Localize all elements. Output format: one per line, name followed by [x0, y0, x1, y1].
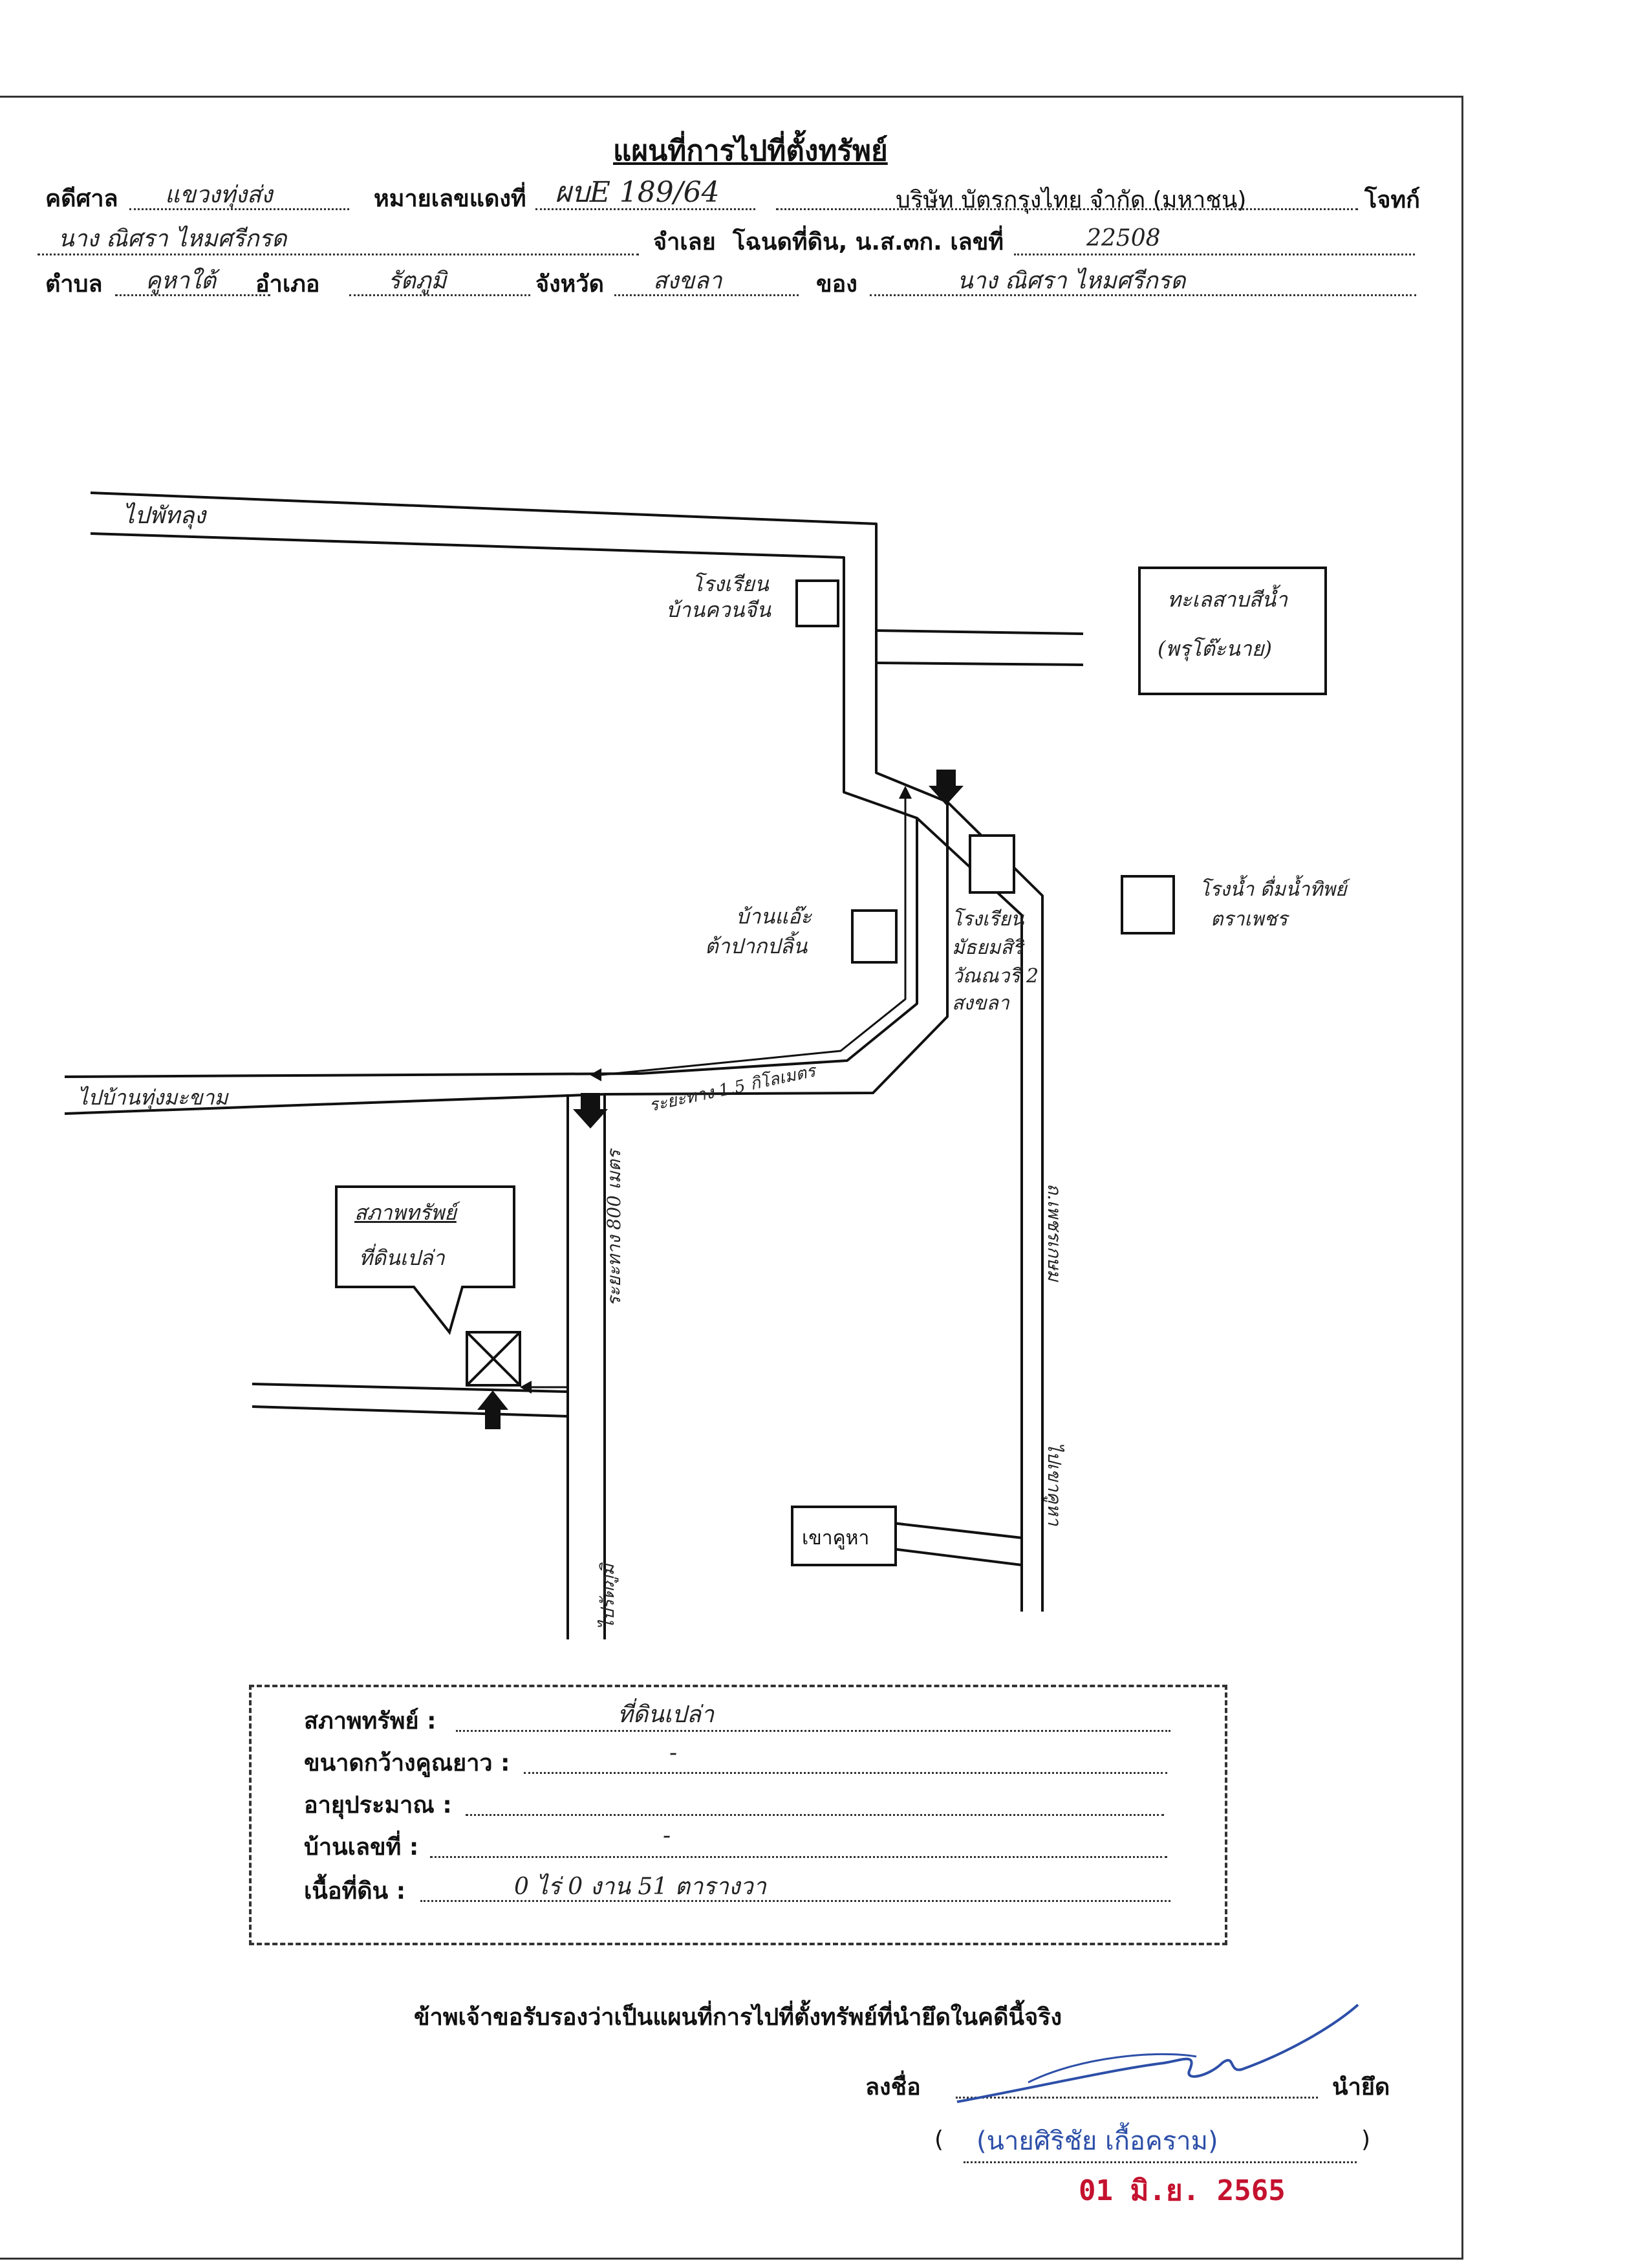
district-value: รัตภูมิ [388, 268, 447, 294]
school-wat-line-2: มัธยมสิริ [952, 936, 1023, 959]
subdistrict-value: คูหาใต้ [146, 268, 216, 294]
court-value: แขวงทุ่งส่ง [165, 182, 273, 208]
callout-line-2: ที่ดินเปล่า [359, 1246, 445, 1270]
signature [956, 2003, 1359, 2103]
route-map [64, 491, 1327, 1639]
name-stamp: (นายศิริชัย เกื้อคราม) [976, 2126, 1218, 2156]
school-wat-line-1: โรงเรียน [952, 908, 1024, 931]
callout-line-1: สภาพทรัพย์ [354, 1200, 457, 1225]
deed-label: โฉนดที่ดิน, น.ส.๓ก. เลขที่ [733, 229, 1004, 255]
house-no-label: บ้านเลขที่ : [304, 1834, 419, 1861]
road-to-khuha-text: ไปเขาคูหา [1044, 1442, 1065, 1526]
district-label: อำเภอ [255, 271, 320, 297]
school-marker [795, 579, 839, 627]
school-line-2: บ้านควนจีน [666, 598, 771, 622]
court-label: คดีศาล [45, 186, 118, 212]
khao-khuha-box [791, 1506, 897, 1566]
shop-line-2: ต้าปากปลิ้น [705, 934, 808, 958]
subdistrict-label: ตำบล [45, 271, 103, 297]
shop-marker [851, 909, 898, 964]
case-no-value: ผบE 189/64 [555, 176, 720, 209]
school-wat-marker [969, 834, 1015, 894]
page-border [0, 96, 1463, 2260]
factory-line-2: ตราเพชร [1211, 908, 1288, 931]
size-value: - [669, 1740, 678, 1766]
road-right-text: ถ.เพชรเกษม [1044, 1183, 1065, 1282]
owner-value: นาง ณิศรา ไหมศรีกรด [957, 268, 1186, 294]
certification-statement: ข้าพเจ้าขอรับรองว่าเป็นแผนที่การไปที่ตั้… [414, 2004, 1062, 2031]
house-no-value: - [663, 1822, 671, 1849]
distance-2-text: ระยะทาง 800 เมตร [603, 1150, 625, 1306]
school-wat-line-3: วัณณวรี 2 [952, 965, 1039, 988]
condition-label: สภาพทรัพย์ : [304, 1708, 436, 1734]
defendant-value: นาง ณิศรา ไหมศรีกรด [58, 226, 287, 252]
size-label: ขนาดกว้างคูณยาว : [304, 1750, 510, 1777]
khao-khuha-text: เขาคูหา [802, 1527, 870, 1550]
area-label: เนื้อที่ดิน : [304, 1878, 406, 1905]
owner-label: ของ [816, 271, 857, 297]
property-details-box [249, 1685, 1227, 1945]
lake-box [1138, 567, 1327, 695]
paren-open: ( [934, 2126, 944, 2153]
sign-label: ลงชื่อ [865, 2074, 921, 2101]
lake-line-2: (พรุโต๊ะนาย) [1158, 636, 1272, 661]
paren-close: ) [1361, 2126, 1371, 2153]
lake-line-1: ทะเลสาบสีน้ำ [1167, 587, 1288, 612]
factory-marker [1121, 875, 1175, 934]
school-wat-line-4: สงขลา [952, 992, 1009, 1015]
plaintiff-value: บริษัท บัตรกรุงไทย จำกัด (มหาชน) [896, 187, 1247, 213]
province-value: สงขลา [653, 268, 722, 294]
age-label: อายุประมาณ : [304, 1792, 452, 1819]
case-no-label: หมายเลขแดงที่ [374, 186, 526, 212]
defendant-label: จำเลย [653, 229, 716, 255]
plaintiff-label: โจทก์ [1364, 187, 1420, 213]
property-callout [335, 1185, 515, 1335]
factory-line-1: โรงน้ำ ดื่มน้ำทิพย์ [1200, 878, 1347, 901]
page-title: แผนที่การไปที่ตั้งทรัพย์ [613, 135, 888, 167]
shop-line-1: บ้านแอ๊ะ [736, 904, 812, 929]
deed-value: 22508 [1086, 225, 1161, 252]
condition-value: ที่ดินเปล่า [618, 1701, 715, 1728]
area-value: 0 ไร่ 0 งาน 51 ตารางวา [514, 1874, 766, 1900]
role-label: นำยึด [1332, 2074, 1390, 2101]
road-to-thung-ma-text: ไปบ้านทุ่งมะขาม [78, 1085, 228, 1110]
road-to-phatthalung-text: ไปพัทลุง [123, 502, 206, 529]
road-outer-right-inner [90, 532, 1023, 1612]
school-line-1: โรงเรียน [692, 572, 769, 596]
road-outer-right [90, 491, 1044, 1612]
date-stamp: 01 มิ.ย. 2565 [1079, 2174, 1286, 2207]
road-to-rattaphum-text: ไปรัตภูมิ [597, 1564, 618, 1630]
province-label: จังหวัด [535, 271, 604, 297]
